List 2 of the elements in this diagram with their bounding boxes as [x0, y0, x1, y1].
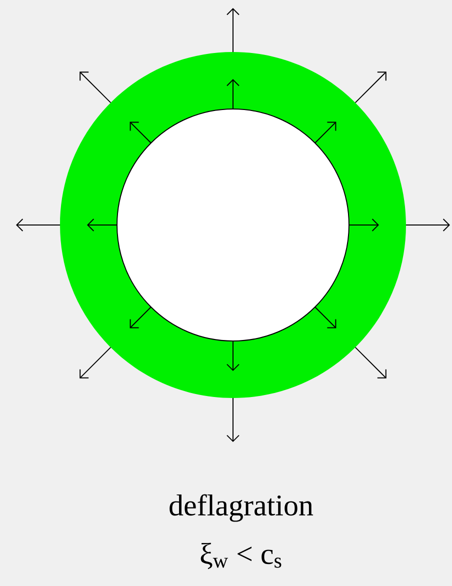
caption-text: ξ$_{w}$ < c$_{s}$	[200, 542, 282, 570]
caption-text: deflagration	[170, 494, 314, 522]
